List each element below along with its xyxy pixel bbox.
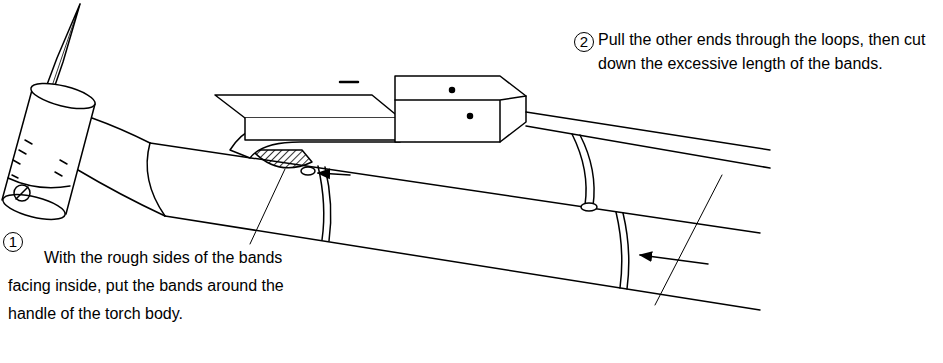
band-rough-side: [252, 150, 312, 168]
leader-line: [655, 175, 722, 305]
pull-arrow: [640, 255, 708, 264]
electrode: [45, 4, 80, 94]
leader-line: [250, 169, 285, 244]
torch-switch: [215, 76, 526, 158]
torch-head: [1, 78, 98, 224]
switch-cable: [526, 112, 770, 150]
band: [301, 166, 331, 241]
torch-neck: [92, 118, 150, 143]
callout-number: 2: [574, 32, 594, 52]
instruction-text: Pull the other ends through the loops, t…: [598, 31, 925, 72]
pull-arrow: [318, 173, 350, 175]
band: [572, 134, 629, 289]
instruction-text: With the rough sides of the bands facing…: [8, 244, 308, 328]
callout-number: 1: [3, 232, 23, 252]
instruction-text: Pull the other ends through the loops, t…: [598, 28, 933, 76]
instruction-text: With the rough sides of the bands facing…: [8, 249, 284, 322]
